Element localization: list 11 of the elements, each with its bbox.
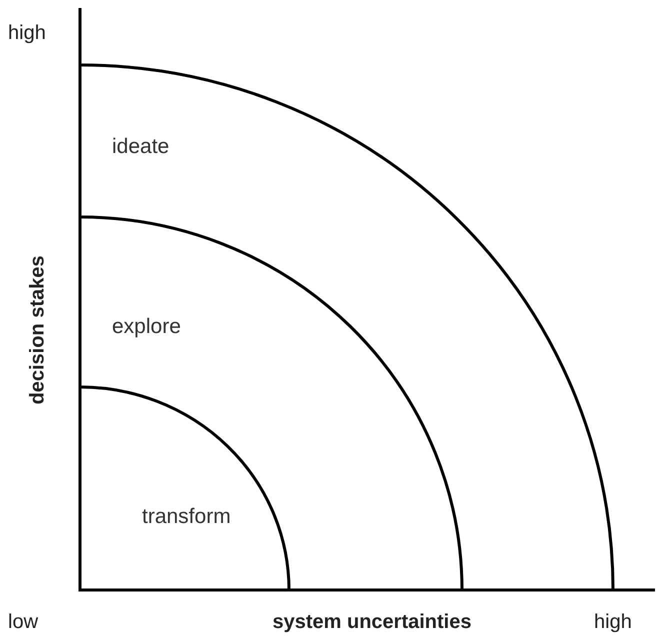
quarter-circle-band	[80, 217, 462, 590]
axis-end-label: high	[8, 22, 46, 45]
region-label: explore	[112, 315, 181, 339]
axis-title: system uncertainties	[272, 611, 472, 634]
axis-end-label: low	[8, 611, 38, 634]
quarter-circle-band	[80, 387, 289, 590]
axis-end-label: high	[594, 611, 632, 634]
quarter-circle-band	[80, 65, 613, 590]
region-label: transform	[142, 505, 231, 529]
region-label: ideate	[112, 135, 170, 159]
axis-title: decision stakes	[26, 256, 50, 404]
